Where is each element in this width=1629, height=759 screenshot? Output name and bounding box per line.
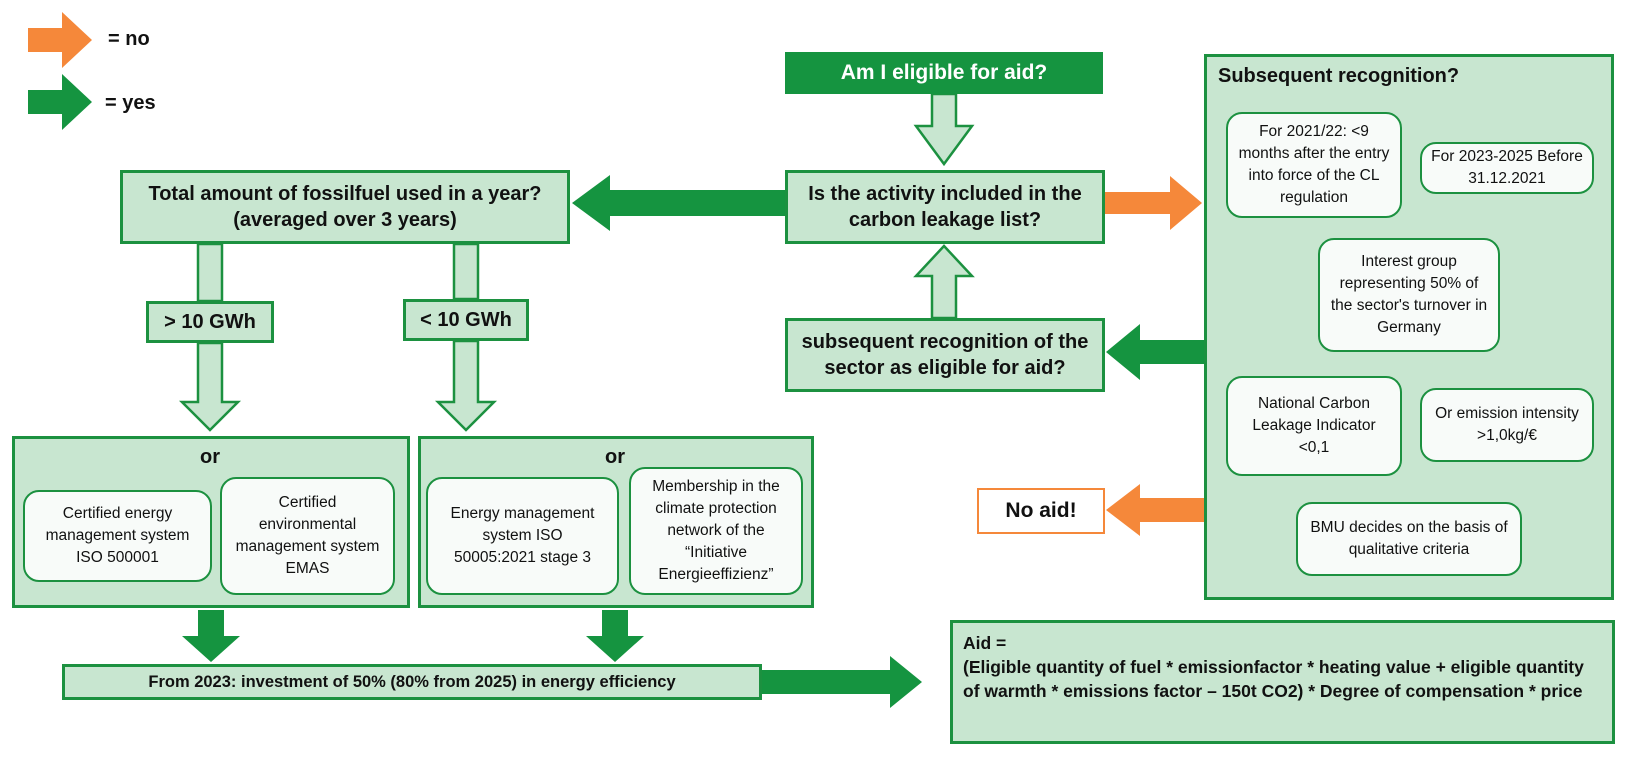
threshold-low: < 10 GWh	[403, 299, 529, 341]
arrow-investment-to-aid	[762, 656, 922, 708]
start-node: Am I eligible for aid?	[785, 52, 1103, 94]
group-low-or: or	[605, 446, 625, 468]
emas-option: Certified environmental management syste…	[220, 477, 395, 595]
no-aid-node: No aid!	[977, 488, 1105, 534]
aid-formula-label: Aid =	[963, 633, 1007, 653]
arrow-group-low-to-investment	[586, 610, 644, 662]
legend-yes-arrow	[28, 74, 92, 130]
arrow-group-high-to-investment	[182, 610, 240, 662]
recognition-panel-title: Subsequent recognition?	[1218, 65, 1460, 87]
bmu-decision-criterion: BMU decides on the basis of qualitative …	[1296, 502, 1522, 576]
threshold-high: > 10 GWh	[146, 301, 274, 343]
arrow-yes-to-fuel	[572, 175, 785, 231]
national-indicator-criterion: National Carbon Leakage Indicator <0,1	[1226, 376, 1402, 476]
group-high-or: or	[200, 446, 220, 468]
carbon-leakage-question: Is the activity included in the carbon l…	[785, 170, 1105, 244]
recognition-period-2023-2025: For 2023-2025 Before 31.12.2021	[1420, 142, 1594, 194]
aid-formula-expression: (Eligible quantity of fuel * emissionfac…	[963, 657, 1584, 701]
arrow-fuel-to-low	[452, 242, 480, 301]
aid-formula: Aid = (Eligible quantity of fuel * emiss…	[950, 620, 1615, 744]
arrow-fuel-to-high	[196, 242, 224, 303]
legend-yes-label: = yes	[105, 92, 156, 114]
arrow-low-to-group	[434, 339, 498, 432]
climate-network-option: Membership in the climate protection net…	[629, 467, 803, 595]
recognition-period-2021-22: For 2021/22: <9 months after the entry i…	[1226, 112, 1402, 218]
emission-intensity-criterion: Or emission intensity >1,0kg/€	[1420, 388, 1594, 462]
iso-50005-option: Energy management system ISO 50005:2021 …	[426, 477, 619, 595]
arrow-no-to-noaid	[1106, 484, 1204, 536]
arrow-start-to-question	[913, 92, 975, 167]
interest-group-criterion: Interest group representing 50% of the s…	[1318, 238, 1500, 352]
fossil-fuel-question: Total amount of fossilfuel used in a yea…	[120, 170, 570, 244]
arrow-subsequent-to-question	[913, 244, 975, 320]
arrow-high-to-group	[178, 341, 242, 432]
iso-500001-option: Certified energy management system ISO 5…	[23, 490, 212, 582]
arrow-no-to-recognition	[1102, 176, 1202, 230]
investment-requirement: From 2023: investment of 50% (80% from 2…	[62, 664, 762, 700]
subsequent-recognition-question: subsequent recognition of the sector as …	[785, 318, 1105, 392]
legend-no-arrow	[28, 12, 92, 68]
legend-no-label: = no	[108, 28, 150, 50]
arrow-yes-from-recognition	[1106, 324, 1204, 380]
